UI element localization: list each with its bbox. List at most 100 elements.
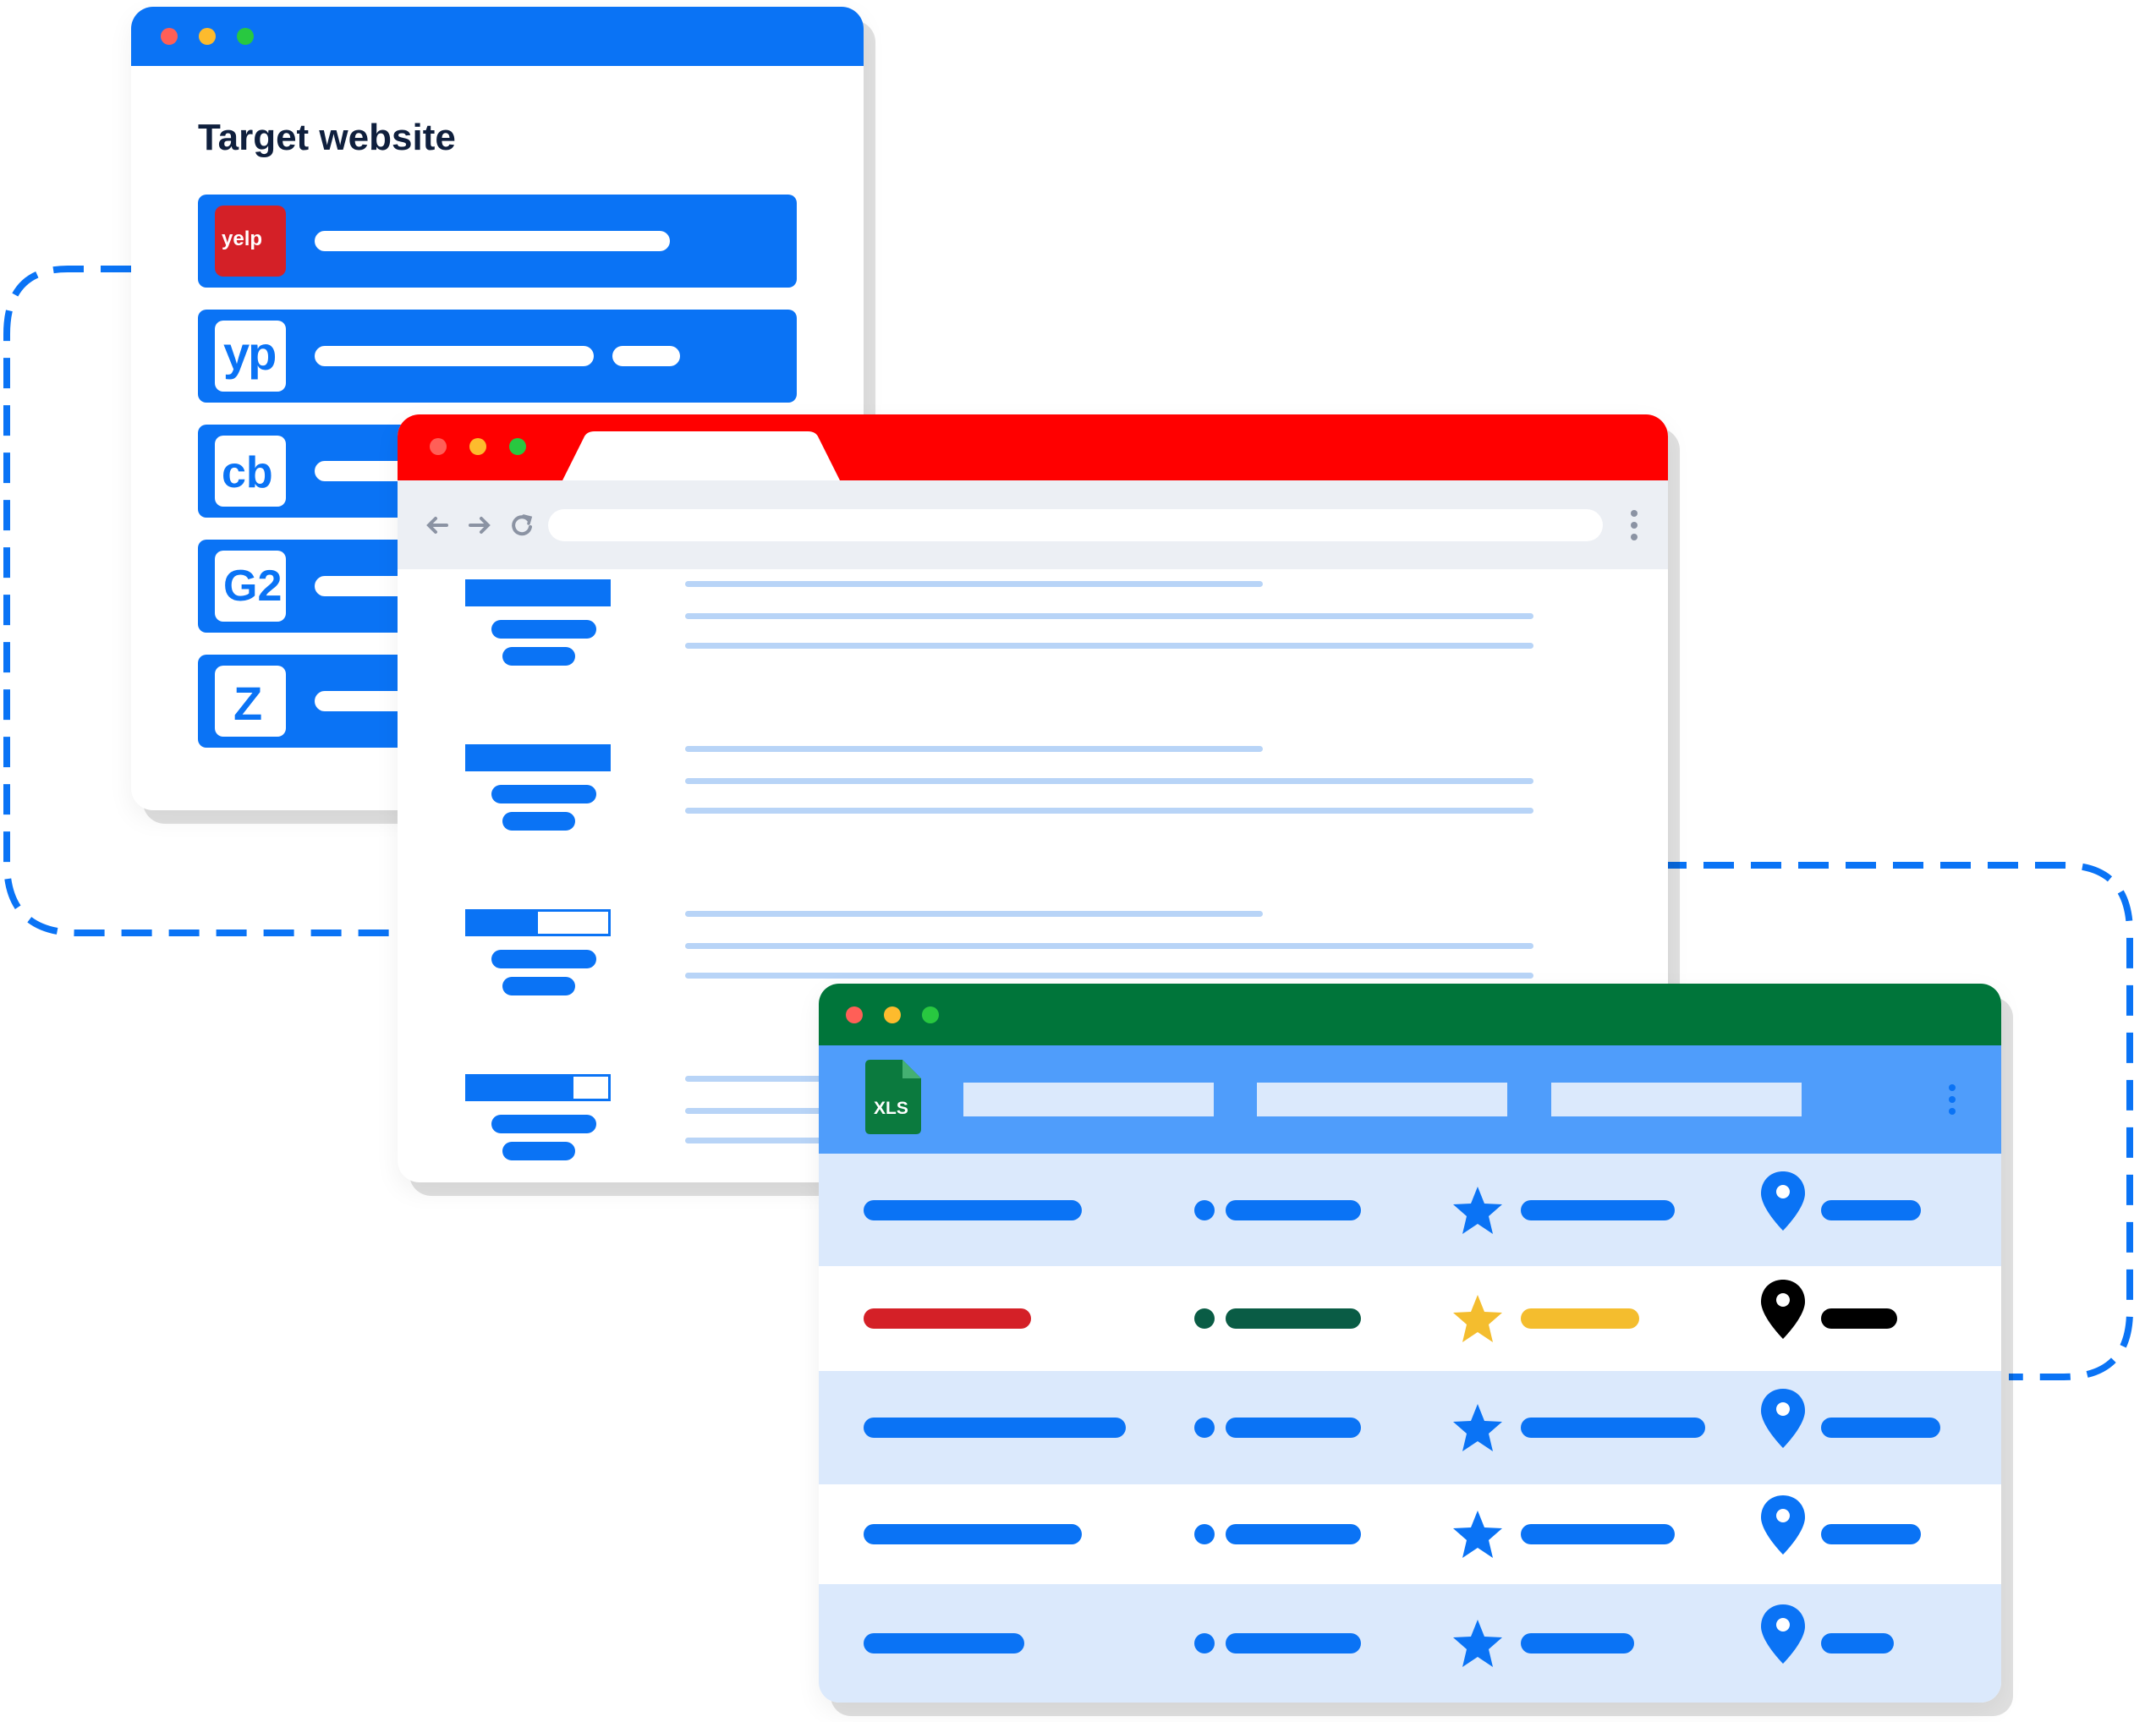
map-pin-icon — [1759, 1603, 1807, 1665]
result-thumbnail-fill — [468, 747, 608, 769]
result-item[interactable] — [398, 744, 1668, 897]
result-subbar — [491, 950, 596, 968]
window-close-button[interactable] — [161, 28, 178, 45]
window-close-button[interactable] — [846, 1006, 863, 1023]
spreadsheet-window: XLS — [819, 984, 2001, 1703]
table-row[interactable] — [819, 1484, 2001, 1584]
window-maximize-button[interactable] — [922, 1006, 939, 1023]
row-text-bar — [1821, 1524, 1921, 1544]
star-icon — [1451, 1183, 1505, 1237]
star-icon — [1451, 1401, 1505, 1455]
column-header-3[interactable] — [1551, 1083, 1802, 1116]
result-text-line — [685, 746, 1263, 752]
result-text-line — [685, 581, 1263, 587]
result-item[interactable] — [398, 579, 1668, 732]
xls-file-badge: XLS — [874, 1099, 908, 1118]
result-subbar — [502, 647, 575, 666]
result-subbar — [491, 785, 596, 803]
result-text-line — [685, 943, 1533, 949]
window-maximize-button[interactable] — [509, 438, 526, 455]
row-text-bar — [1226, 1524, 1361, 1544]
site-item-placeholder-bar — [612, 346, 680, 366]
window-maximize-button[interactable] — [237, 28, 254, 45]
row-bullet-dot — [1194, 1633, 1215, 1653]
row-bullet-dot — [1194, 1200, 1215, 1220]
zoominfo-logo-icon: Z — [215, 666, 286, 737]
site-item-placeholder-bar — [315, 346, 594, 366]
browser-titlebar — [398, 414, 1668, 480]
row-text-bar — [864, 1308, 1031, 1329]
result-text-line — [685, 808, 1533, 814]
row-text-bar — [1521, 1418, 1705, 1438]
forward-arrow-icon[interactable] — [467, 513, 492, 538]
table-row[interactable] — [819, 1371, 2001, 1484]
more-vertical-icon[interactable] — [1947, 1083, 1957, 1116]
row-text-bar — [864, 1200, 1082, 1220]
row-text-bar — [1226, 1418, 1361, 1438]
yelp-logo-icon: yelp — [215, 206, 286, 277]
row-text-bar — [864, 1418, 1126, 1438]
window-minimize-button[interactable] — [884, 1006, 901, 1023]
result-thumbnail-fill — [468, 582, 608, 604]
reload-icon[interactable] — [509, 513, 535, 538]
zoominfo-logo-text: Z — [233, 677, 263, 730]
row-text-bar — [1521, 1200, 1675, 1220]
page-title: Target website — [198, 117, 456, 158]
window-minimize-button[interactable] — [469, 438, 486, 455]
row-text-bar — [1226, 1633, 1361, 1653]
result-list — [398, 569, 1668, 1182]
browser-toolbar — [398, 480, 1668, 569]
table-row[interactable] — [819, 1584, 2001, 1703]
star-icon — [1451, 1292, 1505, 1346]
map-pin-icon — [1759, 1278, 1807, 1341]
g2-logo-text: G2 — [223, 562, 283, 611]
result-text-line — [685, 973, 1533, 979]
result-thumbnail-bar — [465, 744, 611, 771]
row-bullet-dot — [1194, 1418, 1215, 1438]
column-header-2[interactable] — [1257, 1083, 1507, 1116]
result-text-line — [685, 778, 1533, 784]
spreadsheet-rows — [819, 1154, 2001, 1703]
row-text-bar — [864, 1524, 1082, 1544]
window-minimize-button[interactable] — [199, 28, 216, 45]
spreadsheet-header: XLS — [819, 1045, 2001, 1154]
result-text-line — [685, 643, 1533, 649]
star-icon — [1451, 1507, 1505, 1561]
site-item-yellow-pages[interactable]: yp — [198, 310, 797, 403]
star-icon — [1451, 1616, 1505, 1670]
address-bar[interactable] — [548, 509, 1603, 541]
result-subbar — [502, 977, 575, 995]
crunchbase-logo-icon: cb — [215, 436, 286, 507]
row-text-bar — [1821, 1633, 1894, 1653]
row-bullet-dot — [1194, 1308, 1215, 1329]
map-pin-icon — [1759, 1170, 1807, 1232]
row-text-bar — [864, 1633, 1024, 1653]
result-thumbnail-bar — [465, 1074, 611, 1101]
spreadsheet-titlebar — [819, 984, 2001, 1045]
result-subbar — [502, 1142, 575, 1160]
site-item-yelp[interactable]: yelp — [198, 195, 797, 288]
result-text-line — [685, 613, 1533, 619]
map-pin-icon — [1759, 1494, 1807, 1556]
yellow-pages-logo-text: yp — [223, 326, 277, 380]
browser-tab[interactable] — [562, 431, 842, 482]
map-pin-icon — [1759, 1387, 1807, 1450]
g2-logo-icon: G2 — [215, 551, 286, 622]
result-thumbnail-bar — [465, 909, 611, 936]
result-thumbnail-fill — [468, 1077, 573, 1099]
table-row[interactable] — [819, 1266, 2001, 1371]
back-arrow-icon[interactable] — [425, 513, 450, 538]
row-text-bar — [1821, 1200, 1921, 1220]
window-close-button[interactable] — [430, 438, 447, 455]
column-header-1[interactable] — [963, 1083, 1214, 1116]
row-text-bar — [1226, 1308, 1361, 1329]
result-item[interactable] — [398, 909, 1668, 1061]
result-subbar — [502, 812, 575, 831]
result-thumbnail-bar — [465, 579, 611, 606]
row-text-bar — [1521, 1633, 1634, 1653]
row-bullet-dot — [1194, 1524, 1215, 1544]
more-vertical-icon[interactable] — [1629, 508, 1639, 542]
table-row[interactable] — [819, 1154, 2001, 1266]
row-text-bar — [1226, 1200, 1361, 1220]
